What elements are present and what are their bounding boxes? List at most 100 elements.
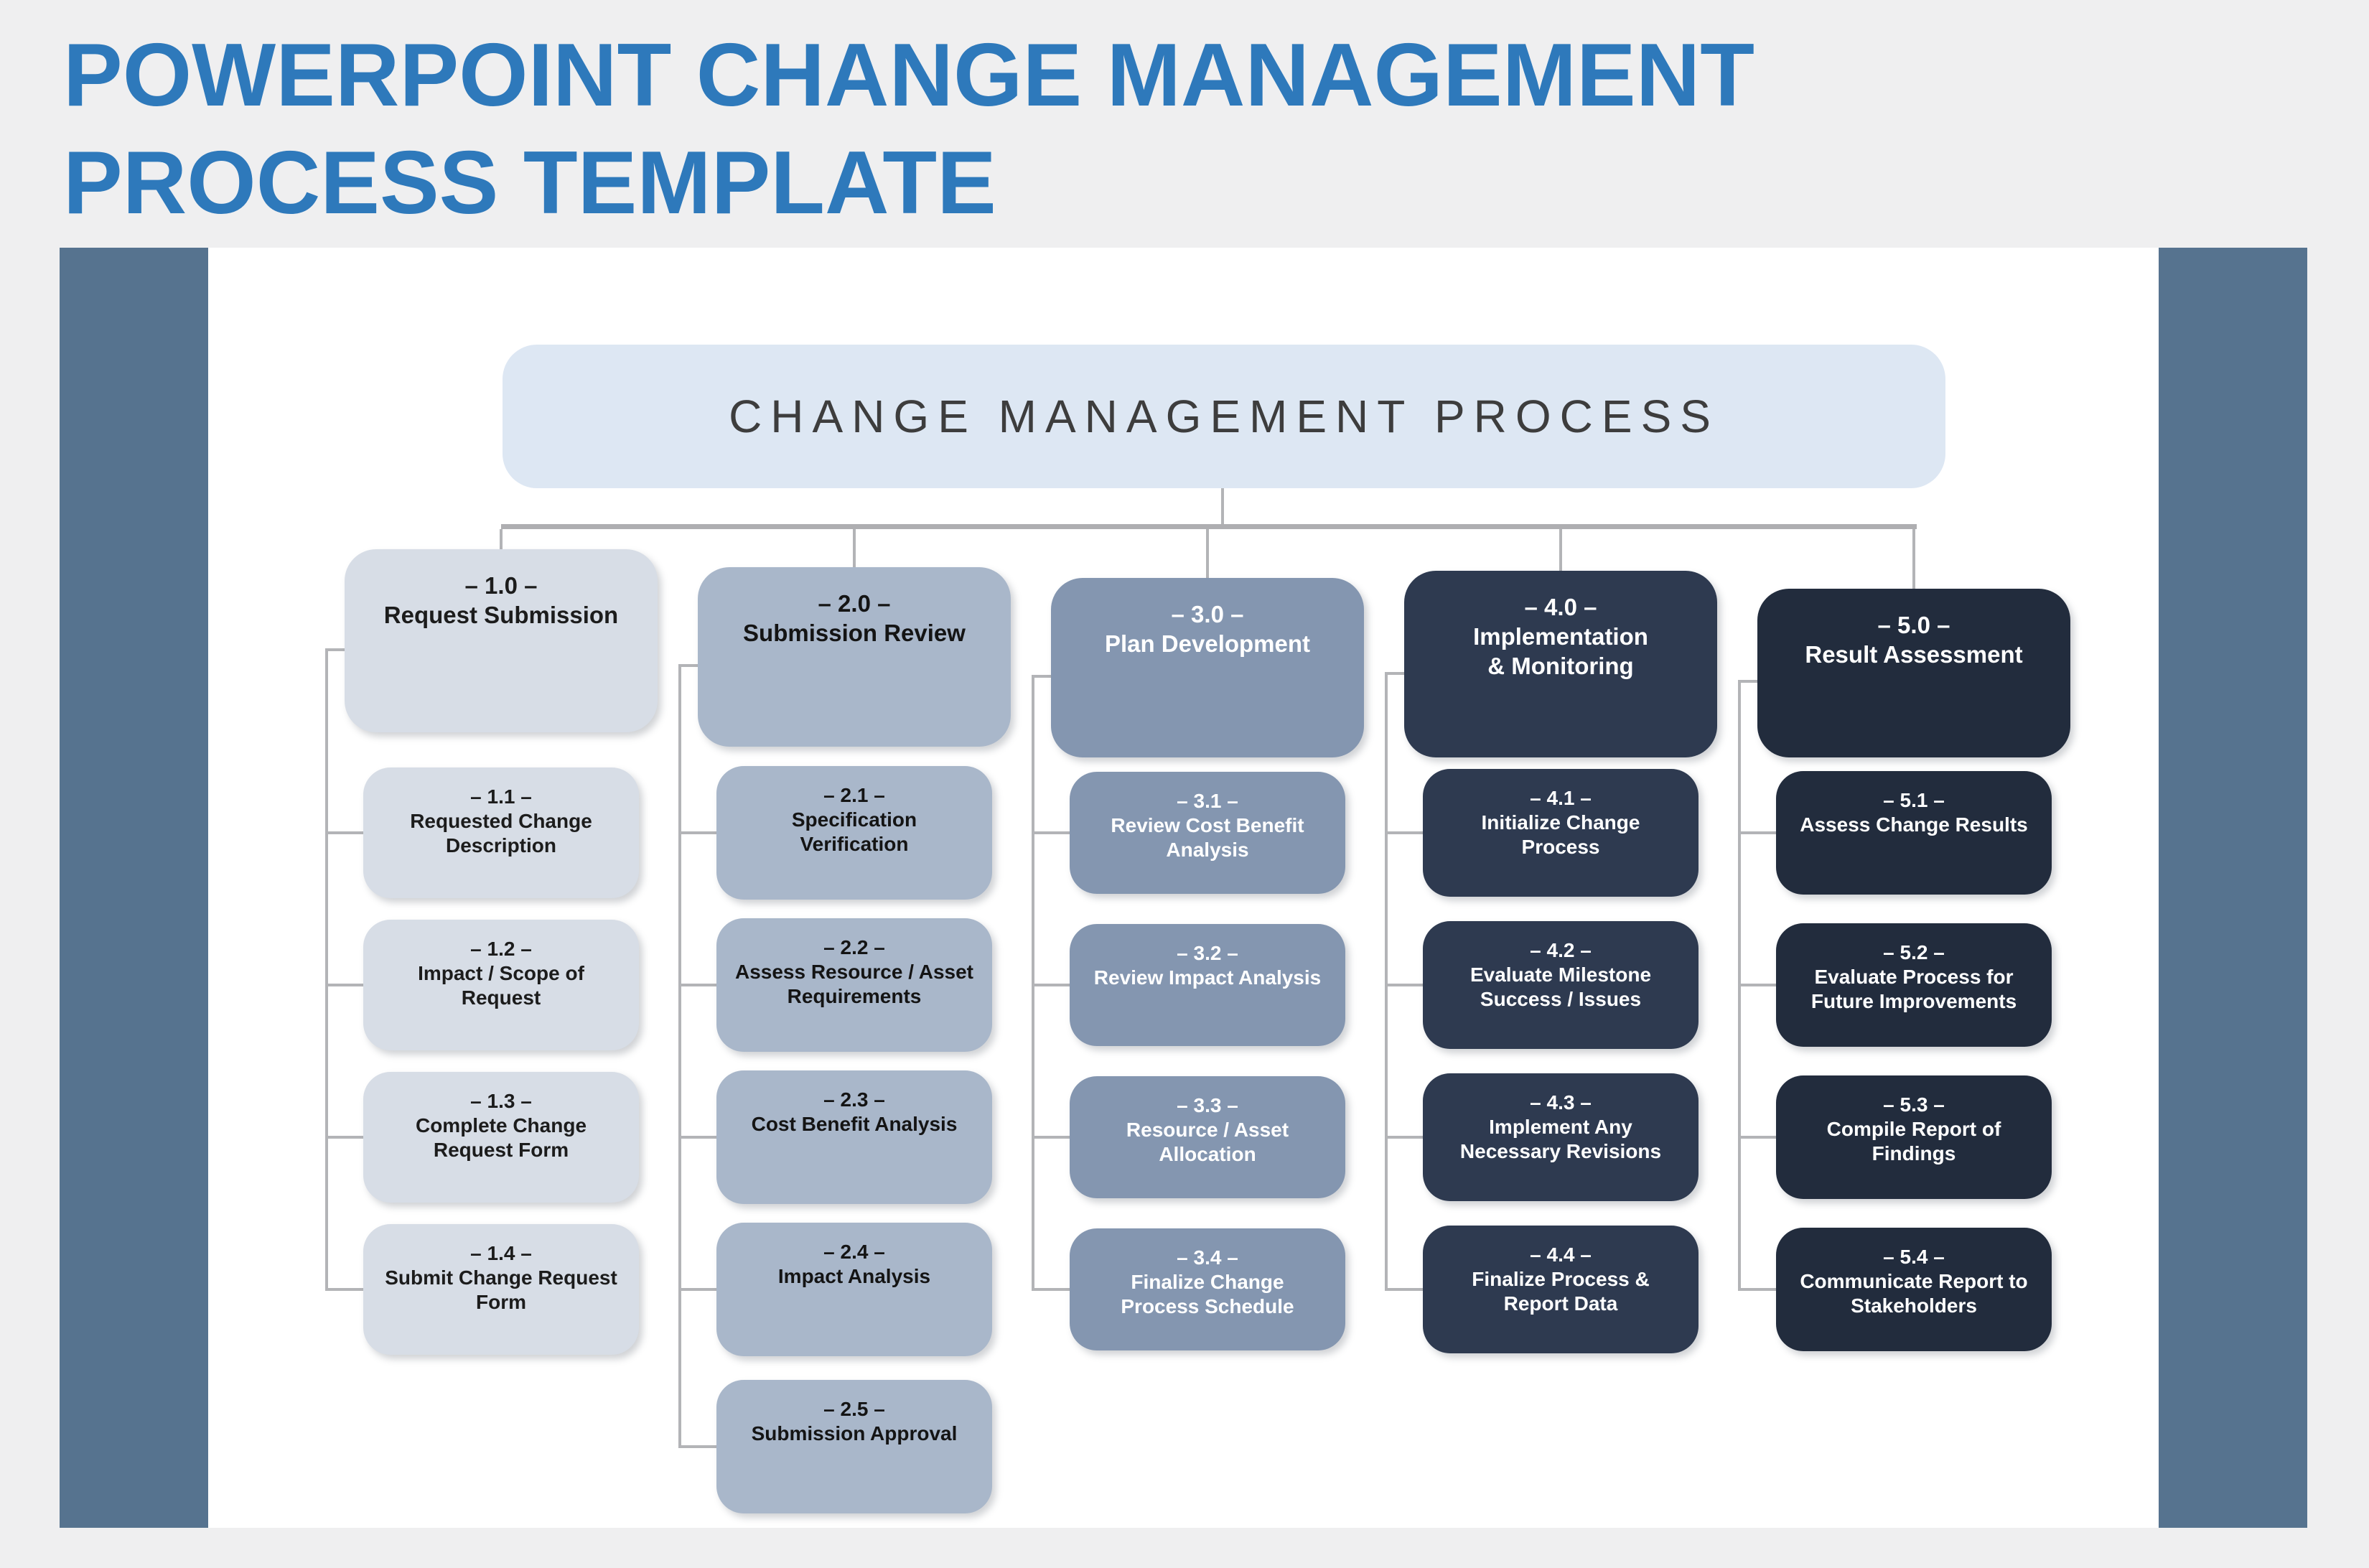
page-title-line1: POWERPOINT CHANGE MANAGEMENT <box>63 26 1754 125</box>
node-5-1: – 5.1 – Assess Change Results <box>1776 771 2052 895</box>
node-4-1-number: – 4.1 – <box>1530 787 1592 809</box>
node-4-2: – 4.2 – Evaluate Milestone Success / Iss… <box>1423 921 1699 1049</box>
connector-col5-stub-1 <box>1738 831 1776 834</box>
node-3-3: – 3.3 – Resource / Asset Allocation <box>1070 1076 1345 1198</box>
connector-col2-header-stub <box>678 664 698 667</box>
connector-col4-stub-4 <box>1385 1288 1423 1291</box>
node-5-1-number: – 5.1 – <box>1883 789 1945 811</box>
connector-col2-stub-1 <box>678 831 716 834</box>
node-4-3-label: Implement Any Necessary Revisions <box>1459 1116 1662 1162</box>
node-2-3-label: Cost Benefit Analysis <box>751 1113 958 1135</box>
node-3-1: – 3.1 – Review Cost Benefit Analysis <box>1070 772 1345 894</box>
node-2-0-label: Submission Review <box>743 620 966 646</box>
connector-main-bar <box>501 524 1917 529</box>
node-1-1-label: Requested Change Description <box>410 810 592 857</box>
node-4-3-number: – 4.3 – <box>1530 1091 1592 1114</box>
node-5-1-label: Assess Change Results <box>1800 813 2028 836</box>
node-5-3-number: – 5.3 – <box>1883 1093 1945 1116</box>
node-2-5-label: Submission Approval <box>751 1422 958 1445</box>
node-2-0-number: – 2.0 – <box>818 590 891 617</box>
connector-col2-stub-4 <box>678 1288 716 1291</box>
node-4-0: – 4.0 – Implementation & Monitoring <box>1404 571 1717 757</box>
node-4-2-number: – 4.2 – <box>1530 939 1592 961</box>
node-1-1: – 1.1 – Requested Change Description <box>363 767 639 898</box>
connector-col4-stub-3 <box>1385 1136 1423 1139</box>
node-1-0-label: Request Submission <box>383 602 619 628</box>
node-2-5: – 2.5 – Submission Approval <box>716 1380 992 1513</box>
node-3-2: – 3.2 – Review Impact Analysis <box>1070 924 1345 1046</box>
node-3-2-number: – 3.2 – <box>1177 942 1238 964</box>
node-4-2-label: Evaluate Milestone Success / Issues <box>1469 963 1652 1010</box>
node-3-1-label: Review Cost Benefit Analysis <box>1111 814 1304 861</box>
node-3-0-number: – 3.0 – <box>1171 601 1244 627</box>
connector-col4-stub-2 <box>1385 984 1423 986</box>
node-3-0: – 3.0 – Plan Development <box>1051 578 1364 757</box>
node-3-3-label: Resource / Asset Allocation <box>1126 1119 1289 1165</box>
node-4-4-number: – 4.4 – <box>1530 1243 1592 1266</box>
node-5-0: – 5.0 – Result Assessment <box>1757 589 2070 757</box>
root-node-label: CHANGE MANAGEMENT PROCESS <box>729 391 1719 442</box>
connector-col4-header-stub <box>1385 672 1404 675</box>
connector-col5-stub-2 <box>1738 984 1776 986</box>
node-5-4-number: – 5.4 – <box>1883 1246 1945 1268</box>
connector-col2-stub-5 <box>678 1445 716 1448</box>
connector-col1-spine <box>325 648 328 1291</box>
connector-col2-spine <box>678 664 681 1448</box>
node-4-1-label: Initialize Change Process <box>1481 811 1640 858</box>
left-accent-bar <box>60 248 208 1528</box>
node-4-0-number: – 4.0 – <box>1524 594 1597 620</box>
connector-col2-drop <box>853 529 856 567</box>
node-2-1-number: – 2.1 – <box>823 784 885 806</box>
node-1-4-label: Submit Change Request Form <box>385 1266 617 1313</box>
connector-col3-drop <box>1206 529 1209 578</box>
connector-root-drop <box>1221 488 1224 528</box>
page-title-line2: PROCESS TEMPLATE <box>63 134 996 233</box>
node-2-4-label: Impact Analysis <box>777 1265 931 1287</box>
node-2-3-number: – 2.3 – <box>823 1088 885 1111</box>
connector-col1-stub-1 <box>325 831 363 834</box>
node-1-3: – 1.3 – Complete Change Request Form <box>363 1072 639 1203</box>
node-3-4: – 3.4 – Finalize Change Process Schedule <box>1070 1228 1345 1350</box>
node-5-3-label: Compile Report of Findings <box>1826 1118 2001 1165</box>
node-2-4-number: – 2.4 – <box>823 1241 885 1263</box>
connector-col3-stub-3 <box>1032 1136 1070 1139</box>
connector-col3-spine <box>1032 675 1034 1291</box>
node-1-3-number: – 1.3 – <box>470 1090 532 1112</box>
node-1-0: – 1.0 – Request Submission <box>345 549 658 732</box>
connector-col3-stub-4 <box>1032 1288 1070 1291</box>
node-1-3-label: Complete Change Request Form <box>415 1114 587 1161</box>
connector-col4-stub-1 <box>1385 831 1423 834</box>
connector-col5-stub-3 <box>1738 1136 1776 1139</box>
node-5-2-label: Evaluate Process for Future Improvements <box>1810 966 2017 1012</box>
connector-col2-stub-2 <box>678 984 716 986</box>
connector-col3-stub-2 <box>1032 984 1070 986</box>
connector-col2-stub-3 <box>678 1136 716 1139</box>
connector-col1-drop <box>500 529 503 549</box>
node-1-4: – 1.4 – Submit Change Request Form <box>363 1224 639 1355</box>
node-5-4: – 5.4 – Communicate Report to Stakeholde… <box>1776 1228 2052 1351</box>
node-2-2-label: Assess Resource / Asset Requirements <box>734 961 974 1007</box>
node-1-2-number: – 1.2 – <box>470 938 532 960</box>
connector-col3-stub-1 <box>1032 831 1070 834</box>
connector-col1-header-stub <box>325 648 345 651</box>
node-4-0-label: Implementation & Monitoring <box>1473 623 1648 679</box>
node-3-2-label: Review Impact Analysis <box>1093 966 1322 989</box>
node-5-3: – 5.3 – Compile Report of Findings <box>1776 1075 2052 1199</box>
connector-col1-stub-2 <box>325 984 363 986</box>
node-1-2-label: Impact / Scope of Request <box>418 962 584 1009</box>
connector-col4-spine <box>1385 672 1388 1291</box>
connector-col4-drop <box>1559 529 1562 571</box>
connector-col3-header-stub <box>1032 675 1051 678</box>
connector-col1-stub-3 <box>325 1136 363 1139</box>
node-2-4: – 2.4 – Impact Analysis <box>716 1223 992 1356</box>
node-2-1: – 2.1 – Specification Verification <box>716 766 992 900</box>
node-3-4-label: Finalize Change Process Schedule <box>1121 1271 1294 1317</box>
connector-col5-drop <box>1912 529 1915 589</box>
node-5-2-number: – 5.2 – <box>1883 941 1945 963</box>
node-3-3-number: – 3.3 – <box>1177 1094 1238 1116</box>
node-3-4-number: – 3.4 – <box>1177 1246 1238 1269</box>
node-5-2: – 5.2 – Evaluate Process for Future Impr… <box>1776 923 2052 1047</box>
node-2-2-number: – 2.2 – <box>823 936 885 958</box>
node-2-5-number: – 2.5 – <box>823 1398 885 1420</box>
